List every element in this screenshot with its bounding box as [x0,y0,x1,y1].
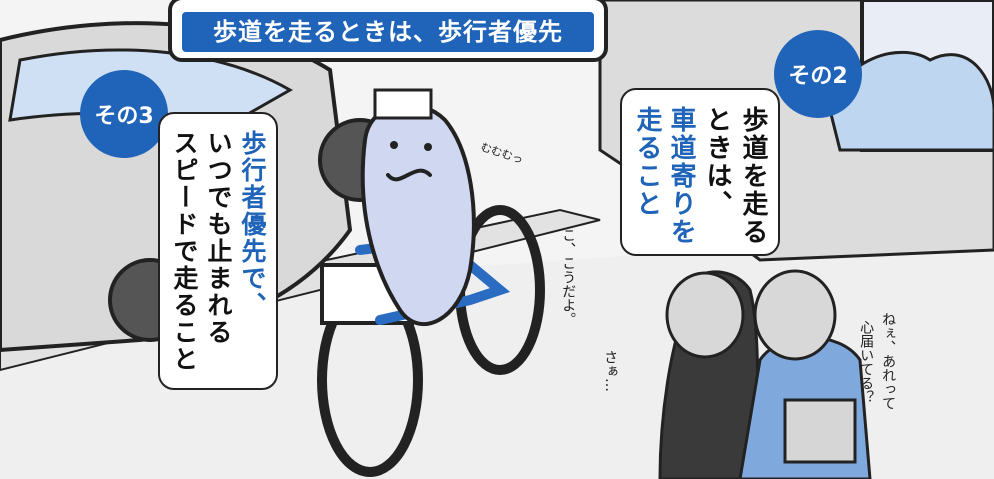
bubble-right-col2: ときは、 [702,106,732,218]
mascot-thought: こ、こうだよ。 [560,228,577,326]
badge-sono2: その2 [774,30,862,118]
badge-sono3: その3 [80,70,168,158]
speech-bubble-right: 歩道を走る ときは、 車道寄りを 走ること [620,88,780,256]
mascot-eye-left [390,141,398,149]
bubble-left-col2: いつでも止まれる [204,130,233,346]
boy-right-thought-2: 心届いてる？ [858,320,875,404]
boy-right-thought-1: ねぇ、あれって [880,312,897,410]
boy-left-thought: さぁ… [602,350,619,392]
mascot-hat [373,88,433,120]
page-title: 歩道を走るときは、歩行者優先 [182,12,594,52]
speech-bubble-left: 歩行者優先で、 いつでも止まれる スピードで走ること [158,112,278,390]
bubble-left-col1: 歩行者優先で、 [238,130,267,319]
bubble-right-col3: 車道寄りを [666,106,696,246]
boy-right-head [753,269,837,361]
boy-left-head [665,271,745,359]
bubble-right-col1: 歩道を走る [738,106,768,246]
mascot-mouth [386,168,432,182]
bubble-left-col3: スピードで走ること [170,130,199,373]
bubble-right-col4: 走ること [632,106,662,218]
mascot-eye-right [424,143,432,151]
title-box: 歩道を走るときは、歩行者優先 [168,0,608,62]
boy-right-bag [783,398,857,464]
